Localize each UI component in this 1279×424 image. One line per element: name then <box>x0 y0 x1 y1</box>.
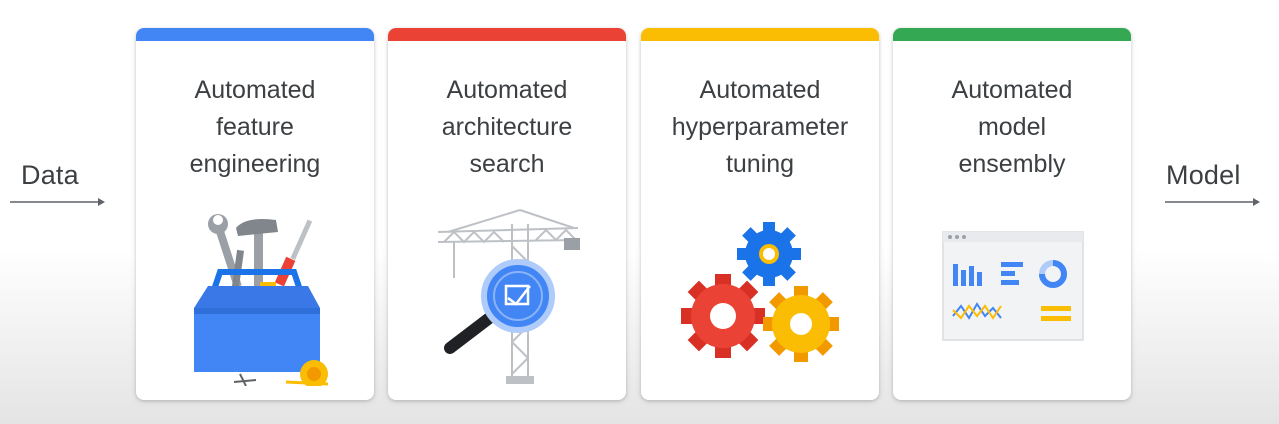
card-accent-bar <box>388 28 626 41</box>
card-accent-bar <box>641 28 879 41</box>
toolbox-icon <box>194 214 329 386</box>
card-model-ensembly: Automated model ensembly <box>893 28 1131 400</box>
output-arrow-icon <box>1165 198 1260 206</box>
input-arrow-icon <box>10 198 105 206</box>
card-title: Automated architecture search <box>441 76 573 178</box>
card-hyperparameter-tuning: Automated hyperparameter tuning <box>641 28 879 400</box>
crane-magnifier-icon <box>437 209 580 384</box>
card-title: Automated hyperparameter tuning <box>671 76 849 178</box>
dashboard-icon <box>942 231 1084 341</box>
output-label: Model <box>1166 160 1241 190</box>
card-title: Automated model ensembly <box>951 76 1073 178</box>
card-accent-bar <box>136 28 374 41</box>
input-label: Data <box>21 160 79 190</box>
gears-icon <box>681 222 839 362</box>
card-title: Automated feature engineering <box>189 76 321 178</box>
card-feature-engineering: Automated feature engineering <box>136 28 374 400</box>
card-accent-bar <box>893 28 1131 41</box>
card-architecture-search: Automated architecture search <box>388 28 626 400</box>
